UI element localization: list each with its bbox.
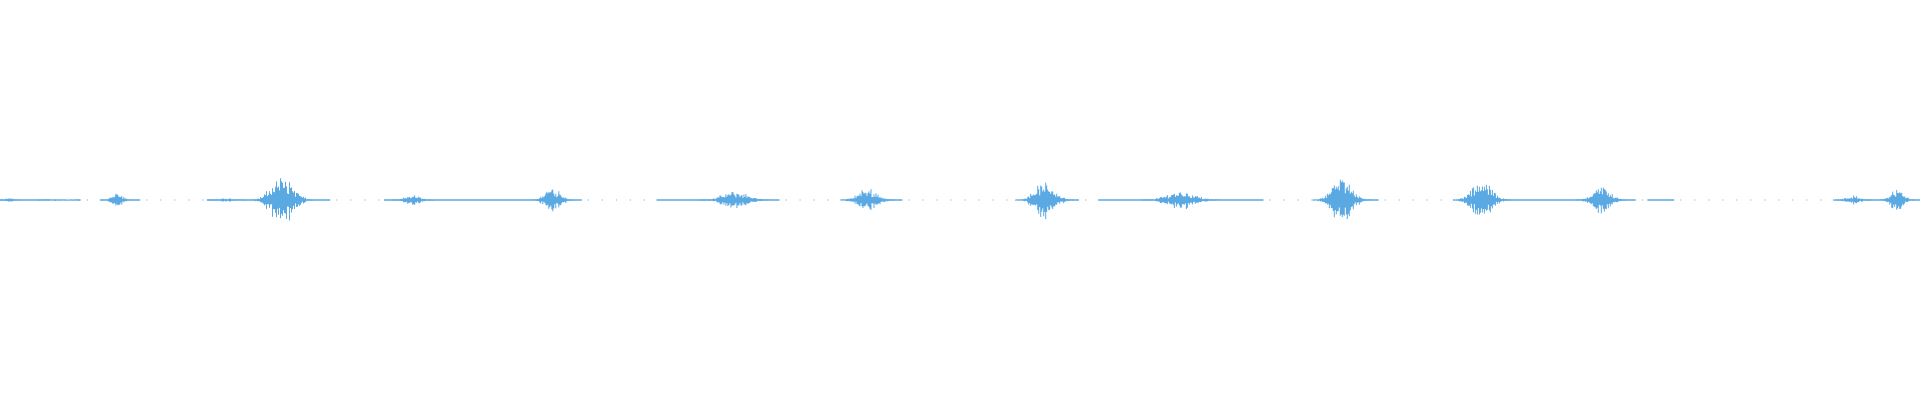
waveform-burst	[1312, 179, 1371, 219]
baseline-dot	[629, 199, 631, 201]
baseline-dot	[1426, 199, 1428, 201]
waveform-burst	[1452, 184, 1511, 215]
waveform-burst	[1833, 195, 1873, 205]
waveform-burst	[206, 198, 246, 202]
baseline-dot	[1680, 199, 1682, 201]
baseline-dot	[188, 199, 190, 201]
baseline-dot	[350, 199, 352, 201]
baseline-dot	[587, 199, 589, 201]
baseline-dot	[1398, 199, 1400, 201]
baseline-dot	[813, 199, 815, 201]
baseline-dot	[202, 199, 204, 201]
baseline-dot	[146, 199, 148, 201]
baseline-dot	[601, 199, 603, 201]
waveform-burst	[1015, 182, 1074, 220]
baseline-dot	[160, 199, 162, 201]
baseline-dot	[1641, 199, 1643, 201]
baseline-dot	[978, 199, 980, 201]
waveform-burst	[101, 193, 133, 206]
waveform-burst	[251, 178, 313, 221]
waveform-burst	[1575, 187, 1626, 214]
waveform-burst	[391, 195, 435, 205]
baseline-dot	[1778, 199, 1780, 201]
baseline-dot	[785, 199, 787, 201]
baseline-dot	[1722, 199, 1724, 201]
baseline-dot	[922, 199, 924, 201]
baseline-dot	[950, 199, 952, 201]
baseline-dot	[964, 199, 966, 201]
baseline-dot	[1297, 199, 1299, 201]
baseline-dot	[799, 199, 801, 201]
baseline-dot	[86, 199, 88, 201]
baseline-dot	[908, 199, 910, 201]
baseline-dot	[1750, 199, 1752, 201]
baseline-dot	[378, 199, 380, 201]
baseline-dot	[1311, 199, 1313, 201]
baseline-dot	[1820, 199, 1822, 201]
baseline-dot	[1440, 199, 1442, 201]
waveform-burst	[1141, 192, 1219, 209]
waveform-burst	[37, 199, 77, 201]
baseline-dot	[615, 199, 617, 201]
baseline-dot	[1792, 199, 1794, 201]
baseline-dot	[1806, 199, 1808, 201]
waveform-burst	[1879, 190, 1915, 210]
baseline-dot	[174, 199, 176, 201]
baseline-dot	[1384, 199, 1386, 201]
waveform-burst	[0, 198, 22, 202]
baseline-dot	[643, 199, 645, 201]
baseline-dot	[1006, 199, 1008, 201]
baseline-dot	[1708, 199, 1710, 201]
baseline-dot	[1764, 199, 1766, 201]
waveform-burst	[698, 191, 772, 208]
baseline-dot	[364, 199, 366, 201]
baseline-dot	[1269, 199, 1271, 201]
waveform-burst	[531, 189, 575, 212]
baseline-dot	[336, 199, 338, 201]
baseline-dot	[1085, 199, 1087, 201]
baseline-dot	[936, 199, 938, 201]
baseline-dot	[1283, 199, 1285, 201]
baseline-dot	[992, 199, 994, 201]
baseline-dot	[1412, 199, 1414, 201]
waveform-burst	[840, 189, 895, 210]
baseline-dot	[827, 199, 829, 201]
baseline-dot	[1736, 199, 1738, 201]
waveform-bursts	[0, 178, 1915, 221]
baseline-dot	[1694, 199, 1696, 201]
